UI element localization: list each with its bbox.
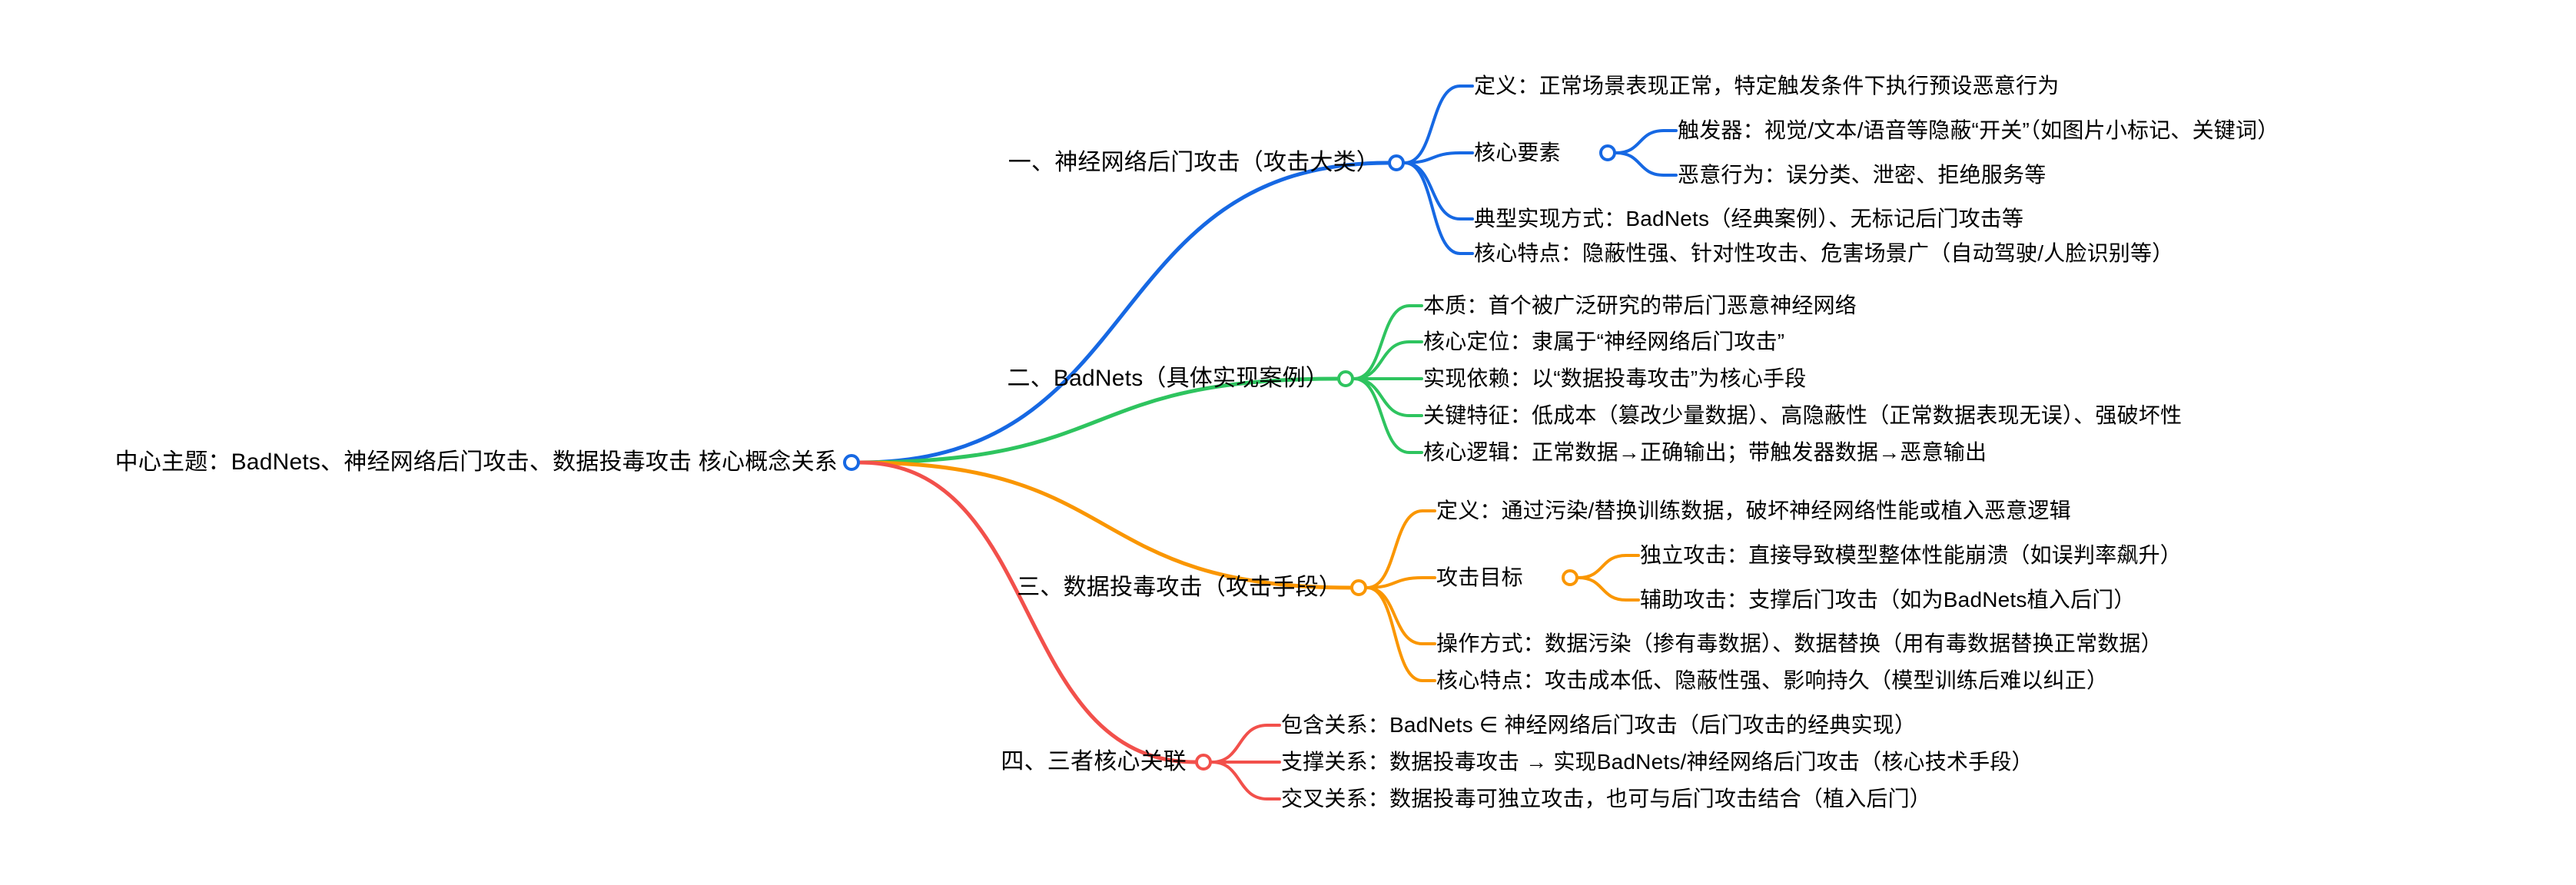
branch-3-child-1-label: 定义：通过污染/替换训练数据，破坏神经网络性能或植入恶意逻辑 (1436, 499, 2071, 522)
branch-2-node-dot[interactable] (1337, 370, 1354, 387)
branch-1-child-2-grandchild-1-label: 触发器：视觉/文本/语音等隐蔽“开关”（如图片小标记、关键词） (1678, 118, 2279, 142)
branch-2-label: 二、BadNets（具体实现案例） (1007, 366, 1329, 391)
branch-2-child-4-label: 关键特征：低成本（篡改少量数据）、高隐蔽性（正常数据表现无误）、强破坏性 (1423, 403, 2183, 427)
branch-2-child-2-label: 核心定位：隶属于“神经网络后门攻击” (1423, 330, 1785, 353)
branch-2-child-5-label: 核心逻辑：正常数据→正确输出；带触发器数据→恶意输出 (1423, 440, 1987, 464)
branch-4-label: 四、三者核心关联 (1001, 749, 1187, 774)
branch-4-node-dot[interactable] (1195, 754, 1212, 771)
branch-3-label: 三、数据投毒攻击（攻击手段） (1017, 575, 1342, 600)
center-node-dot[interactable] (843, 454, 860, 471)
branch-2-child-1-label: 本质：首个被广泛研究的带后门恶意神经网络 (1423, 293, 1857, 317)
branch-3-child-2-grandchild-2-label: 辅助攻击：支撑后门攻击（如为BadNets植入后门） (1640, 588, 2136, 612)
branch-4-child-2-label: 支撑关系：数据投毒攻击 → 实现BadNets/神经网络后门攻击（核心技术手段） (1281, 750, 2033, 774)
center-node-label: 中心主题：BadNets、神经网络后门攻击、数据投毒攻击 核心概念关系 (115, 449, 838, 475)
branch-4-child-3-label: 交叉关系：数据投毒可独立攻击，也可与后门攻击结合（植入后门） (1281, 787, 1932, 810)
branch-3-node-dot[interactable] (1350, 579, 1367, 596)
branch-1-child-2-grandchild-2-label: 恶意行为：误分类、泄密、拒绝服务等 (1678, 163, 2047, 187)
branch-1-node-dot[interactable] (1388, 154, 1405, 171)
branch-3-child-2-node-dot[interactable] (1562, 569, 1578, 586)
branch-1-child-3-label: 典型实现方式：BadNets（经典案例）、无标记后门攻击等 (1474, 207, 2024, 230)
branch-2-child-3-label: 实现依赖：以“数据投毒攻击”为核心手段 (1423, 366, 1807, 390)
branch-1-child-1-label: 定义：正常场景表现正常，特定触发条件下执行预设恶意行为 (1474, 74, 2060, 98)
branch-1-child-4-label: 核心特点：隐蔽性强、针对性攻击、危害场景广（自动驾驶/人脸识别等） (1474, 241, 2174, 265)
branch-3-child-2-grandchild-1-label: 独立攻击：直接导致模型整体性能崩溃（如误判率飙升） (1640, 543, 2183, 567)
branch-1-child-2-label: 核心要素 (1474, 141, 1561, 164)
branch-3-child-2-label: 攻击目标 (1436, 565, 1523, 589)
branch-1-label: 一、神经网络后门攻击（攻击大类） (1007, 150, 1379, 175)
branch-3-child-3-label: 操作方式：数据污染（掺有毒数据）、数据替换（用有毒数据替换正常数据） (1436, 631, 2163, 655)
branch-1-child-2-node-dot[interactable] (1599, 144, 1616, 161)
branch-3-child-4-label: 核心特点：攻击成本低、隐蔽性强、影响持久（模型训练后难以纠正） (1436, 668, 2109, 692)
branch-4-child-1-label: 包含关系：BadNets ∈ 神经网络后门攻击（后门攻击的经典实现） (1281, 713, 1917, 737)
